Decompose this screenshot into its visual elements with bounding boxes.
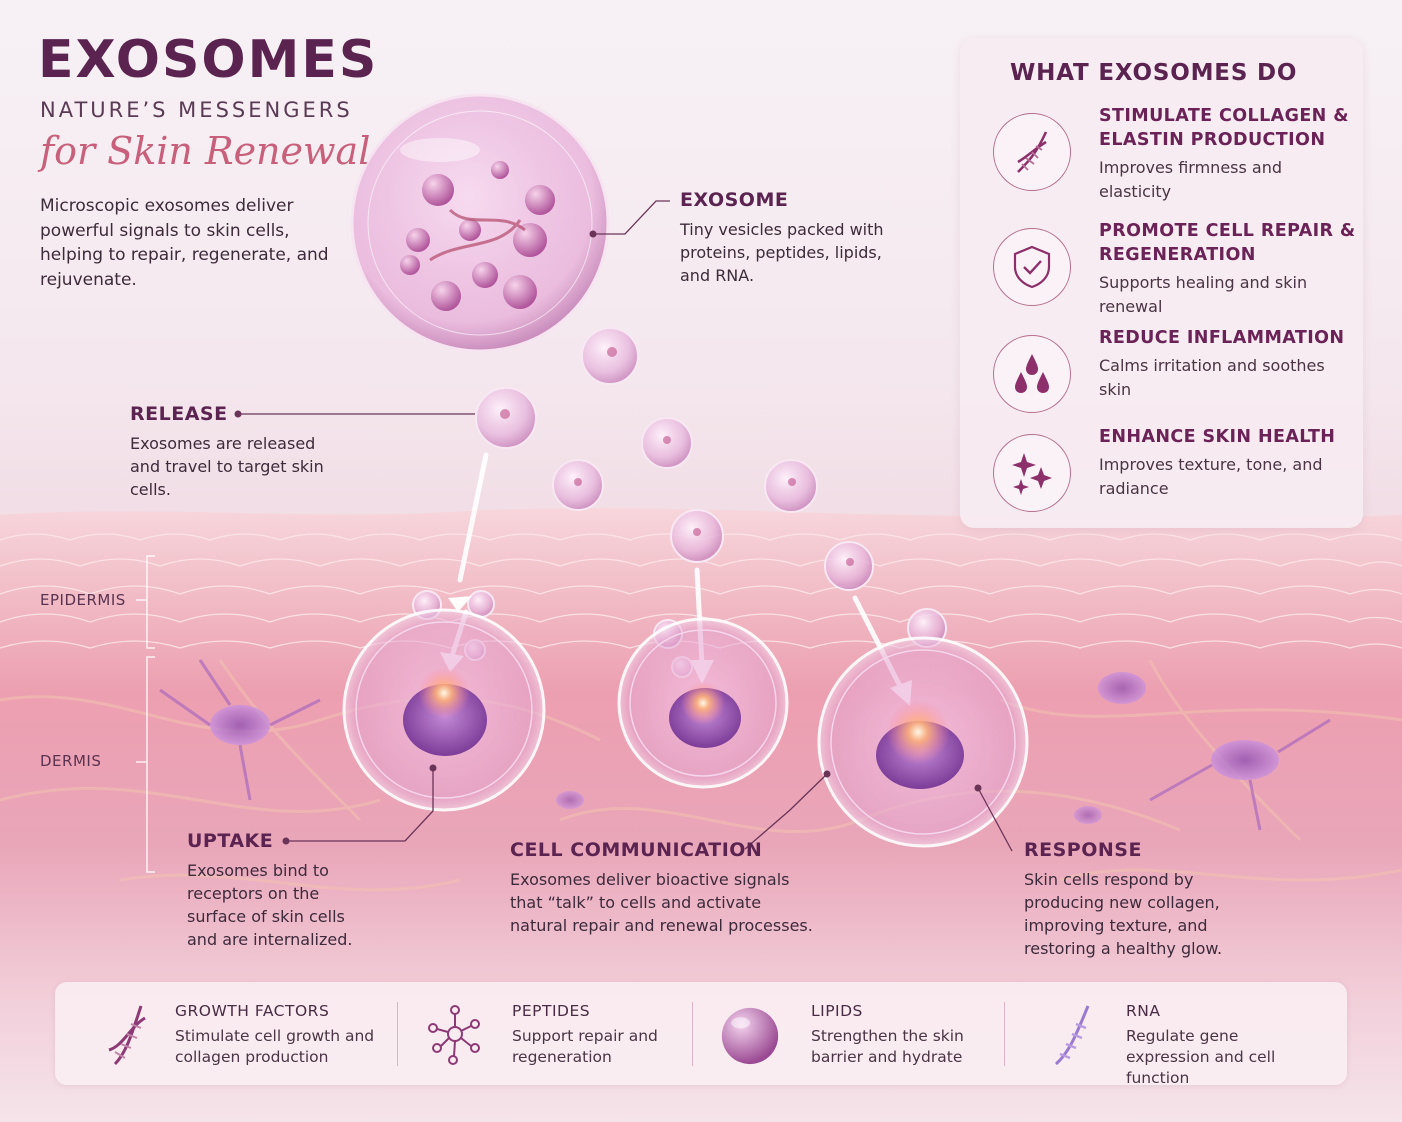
callout-uptake-text: Exosomes bind to receptors on the surfac… [187,861,353,949]
callout-uptake: UPTAKE Exosomes bind to receptors on the… [187,829,372,951]
callout-release: RELEASE Exosomes are released and travel… [130,402,330,501]
components-bar: GROWTH FACTORS Stimulate cell growth and… [55,982,1347,1087]
benefit-skin-health-text: Improves texture, tone, and radiance [1099,455,1323,498]
benefit-skin-health-title: ENHANCE SKIN HEALTH [1099,427,1336,447]
callout-communication-heading: CELL COMMUNICATION [510,839,763,861]
dna-icon [993,113,1071,191]
dna-icon [108,1005,146,1066]
callout-communication-text: Exosomes deliver bioactive signals that … [510,870,813,935]
benefit-inflammation-text: Calms irritation and soothes skin [1099,356,1325,399]
benefit-inflammation-title: REDUCE INFLAMMATION [1099,328,1345,348]
component-lipids-text: Strengthen the skin barrier and hydrate [811,1027,964,1066]
callout-response-heading: RESPONSE [1024,839,1142,861]
component-growth-factors-text: Stimulate cell growth and collagen produ… [175,1027,375,1066]
rna-icon [1054,1005,1090,1066]
component-rna: RNA Regulate gene expression and cell fu… [1007,982,1337,1087]
page-script-line: for Skin Renewal [40,129,371,173]
molecule-icon [428,1005,480,1065]
benefit-collagen-heading: STIMULATE COLLAGEN & ELASTIN PRODUCTION … [1099,104,1359,204]
component-growth-factors: GROWTH FACTORS Stimulate cell growth and… [55,982,395,1085]
droplets-icon [993,335,1071,413]
callout-response-text: Skin cells respond by producing new coll… [1024,870,1223,958]
component-lipids: LIPIDS Strengthen the skin barrier and h… [695,982,1000,1085]
divider [692,1002,693,1066]
benefit-repair-heading: PROMOTE CELL REPAIR & REGENERATION Suppo… [1099,219,1359,319]
callout-exosome: EXOSOME Tiny vesicles packed with protei… [680,188,910,287]
page-subtitle: NATURE’S MESSENGERS [40,98,353,122]
callout-exosome-heading: EXOSOME [680,189,789,211]
callout-response: RESPONSE Skin cells respond by producing… [1024,838,1244,960]
component-lipids-heading: LIPIDS [811,1002,863,1020]
component-rna-text: Regulate gene expression and cell functi… [1126,1027,1276,1087]
divider [1004,1002,1005,1066]
benefits-panel: WHAT EXOSOMES DO STIMULATE COLLAGEN & EL… [960,38,1363,528]
callout-uptake-heading: UPTAKE [187,830,274,852]
component-peptides-text: Support repair and regeneration [512,1027,658,1066]
intro-text: Microscopic exosomes deliver powerful si… [40,196,329,290]
shield-check-icon [993,228,1071,306]
benefits-panel-title: WHAT EXOSOMES DO [1010,60,1298,86]
component-peptides: PEPTIDES Support repair and regeneration [400,982,690,1085]
benefit-inflammation-heading: REDUCE INFLAMMATION Calms irritation and… [1099,326,1359,402]
benefit-collagen-title: STIMULATE COLLAGEN & ELASTIN PRODUCTION [1099,106,1349,150]
benefit-collagen-text: Improves firmness and elasticity [1099,158,1283,201]
callout-exosome-text: Tiny vesicles packed with proteins, pept… [680,220,884,285]
page-title: EXOSOMES [38,30,379,90]
sparkles-icon [993,434,1071,512]
benefit-skin-health: ENHANCE SKIN HEALTH Improves texture, to… [960,427,1363,534]
sphere-icon [721,1007,779,1065]
dermis-label: DERMIS [40,752,102,770]
benefit-repair-title: PROMOTE CELL REPAIR & REGENERATION [1099,221,1356,265]
component-growth-factors-heading: GROWTH FACTORS [175,1002,330,1020]
epidermis-label: EPIDERMIS [40,591,126,609]
callout-release-heading: RELEASE [130,403,228,425]
callout-release-text: Exosomes are released and travel to targ… [130,434,324,499]
benefit-repair: PROMOTE CELL REPAIR & REGENERATION Suppo… [960,221,1363,328]
benefit-skin-health-heading: ENHANCE SKIN HEALTH Improves texture, to… [1099,425,1359,501]
benefit-inflammation: REDUCE INFLAMMATION Calms irritation and… [960,328,1363,435]
benefit-repair-text: Supports healing and skin renewal [1099,273,1308,316]
component-rna-heading: RNA [1126,1002,1161,1020]
benefit-collagen: STIMULATE COLLAGEN & ELASTIN PRODUCTION … [960,106,1363,213]
component-peptides-heading: PEPTIDES [512,1002,591,1020]
callout-cell-communication: CELL COMMUNICATION Exosomes deliver bioa… [510,838,820,937]
divider [397,1002,398,1066]
